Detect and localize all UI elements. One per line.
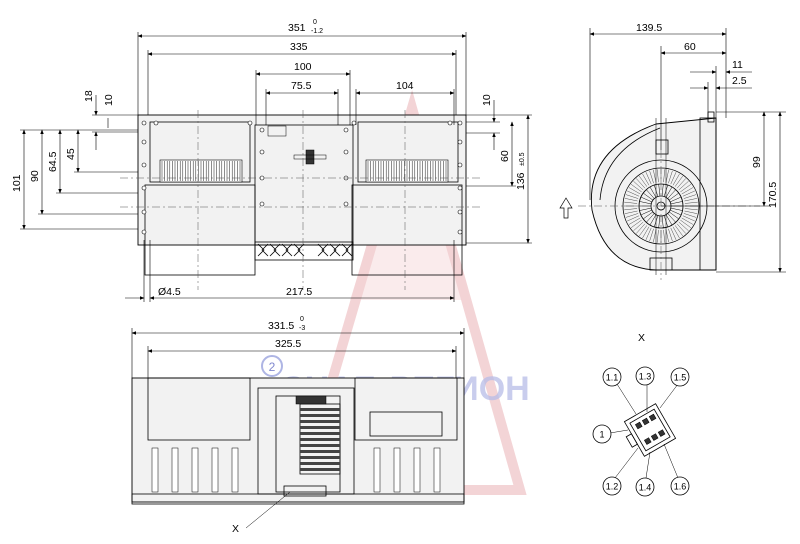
mounting-hole — [259, 127, 265, 133]
fan-wheel-left — [159, 159, 243, 183]
connector-detail: X 1.1 1.3 1.5 1 1.2 1.4 1.6 — [592, 332, 690, 497]
mounting-hole — [153, 120, 159, 126]
dim-10-right: 10 — [481, 94, 493, 106]
dim-335: 335 — [290, 41, 308, 53]
dim-136: 136 — [515, 172, 527, 190]
dim-100: 100 — [294, 61, 312, 73]
pin-callout-p1-1: 1.1 — [602, 367, 622, 387]
svg-text:1.5: 1.5 — [674, 373, 687, 383]
dim-18: 18 — [83, 90, 95, 102]
mounting-hole — [447, 120, 453, 126]
svg-text:1.2: 1.2 — [606, 482, 619, 492]
mounting-hole — [457, 120, 463, 126]
dim-325-5: 325.5 — [275, 338, 301, 350]
dim-104: 104 — [396, 80, 414, 92]
airflow-arrow-icon — [559, 197, 573, 219]
dim-75-5: 75.5 — [291, 80, 312, 92]
dim-11: 11 — [732, 59, 743, 71]
dim-217-5: 217.5 — [286, 286, 312, 298]
pin-callout-p1-4: 1.4 — [635, 477, 655, 497]
mounting-hole — [457, 229, 463, 235]
dim-hole: Ø4.5 — [158, 286, 181, 298]
dim-139-5: 139.5 — [636, 22, 662, 34]
dim-101: 101 — [11, 174, 23, 192]
mounting-hole — [457, 162, 463, 168]
mounting-hole — [457, 209, 463, 215]
mounting-hole — [141, 139, 147, 145]
tol-upper: 0 — [313, 19, 317, 26]
mounting-hole — [343, 149, 349, 155]
dim-90: 90 — [29, 170, 41, 182]
mounting-hole — [141, 229, 147, 235]
dim-331-5: 331.5 — [268, 320, 294, 332]
side-view — [559, 111, 760, 280]
svg-text:1.6: 1.6 — [674, 482, 687, 492]
pin-callout-p1: 1 — [592, 424, 612, 444]
pin-callout-p1-3: 1.3 — [635, 366, 655, 386]
pin-callout-p1-6: 1.6 — [670, 476, 690, 496]
mounting-hole — [457, 185, 463, 191]
dim-10-left: 10 — [103, 94, 115, 106]
tol-lower: -1.2 — [311, 28, 323, 35]
mounting-hole — [259, 149, 265, 155]
top-view-dimensions: 351 0 -1.2 335 100 75.5 104 18 10 101 — [11, 19, 532, 302]
tol-upper-front: 0 — [300, 316, 304, 323]
mounting-hole — [247, 120, 253, 126]
mounting-hole — [141, 185, 147, 191]
mounting-hole — [141, 209, 147, 215]
dim-60-top: 60 — [499, 150, 511, 162]
svg-text:1.3: 1.3 — [639, 372, 652, 382]
tol-lower-front: -3 — [299, 325, 305, 332]
dim-2-5: 2.5 — [732, 75, 747, 87]
dim-170-5: 170.5 — [767, 182, 779, 208]
pin-callout-p1-5: 1.5 — [670, 367, 690, 387]
dim-60-side: 60 — [684, 41, 696, 53]
dim-64-5: 64.5 — [47, 151, 59, 172]
top-view — [120, 110, 480, 290]
watermark-number: 2 — [269, 360, 276, 374]
mounting-hole — [351, 120, 357, 126]
svg-text:1.4: 1.4 — [639, 483, 652, 493]
detail-title: X — [638, 332, 645, 344]
dim-351: 351 — [288, 22, 306, 34]
front-view-dimensions: 331.5 0 -3 325.5 — [131, 316, 465, 378]
side-view-dimensions: 139.5 60 11 2.5 99 170.5 — [589, 22, 786, 273]
dim-136-tol: ±0.5 — [519, 152, 526, 166]
mounting-hole — [343, 127, 349, 133]
dim-45: 45 — [65, 148, 77, 160]
mounting-hole — [259, 201, 265, 207]
svg-text:1.1: 1.1 — [606, 373, 619, 383]
front-view: X — [131, 377, 465, 535]
detail-x-marker: X — [232, 523, 239, 535]
svg-text:1: 1 — [599, 430, 604, 440]
mounting-hole — [141, 162, 147, 168]
mounting-hole — [457, 139, 463, 145]
mounting-hole — [343, 201, 349, 207]
pin-callout-p1-2: 1.2 — [602, 476, 622, 496]
mounting-hole — [141, 120, 147, 126]
dim-99: 99 — [751, 156, 763, 168]
fan-wheel-right — [365, 159, 449, 183]
